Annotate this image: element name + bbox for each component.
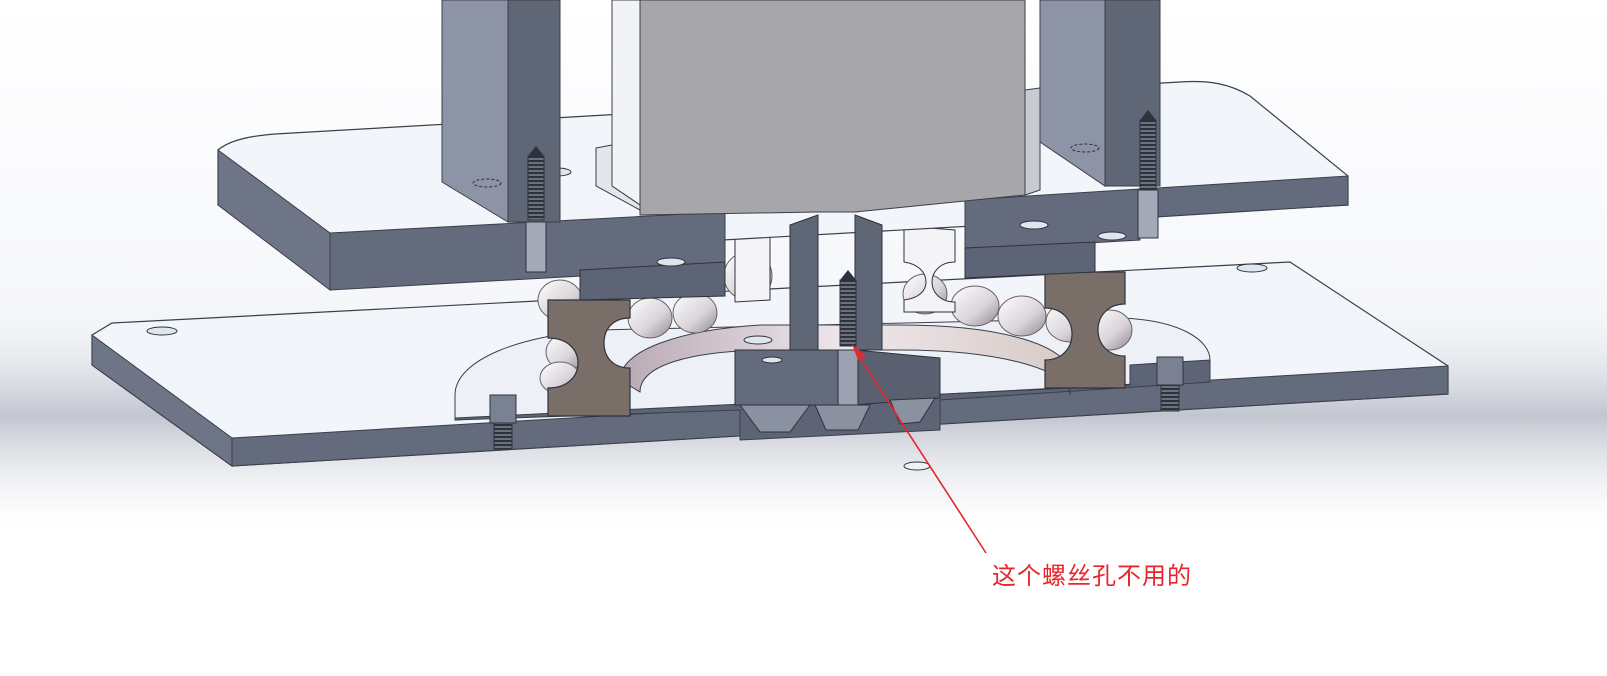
left-column[interactable] [441,0,561,223]
base-screw-left [489,394,517,450]
center-shaft-block[interactable] [595,0,1041,216]
crossed-roller-bearing[interactable] [537,225,1133,417]
annotation-label: 这个螺丝孔不用的 [992,562,1192,590]
annotation-leader-arrow [852,344,987,554]
unused-screw-hole[interactable] [837,270,859,406]
screw-left-column [525,146,547,273]
screw-right-column [1137,110,1159,239]
mounting-hole [146,326,178,336]
mounting-hole [1236,263,1268,273]
mounting-hole [903,461,931,471]
base-screw-right [1156,356,1184,412]
